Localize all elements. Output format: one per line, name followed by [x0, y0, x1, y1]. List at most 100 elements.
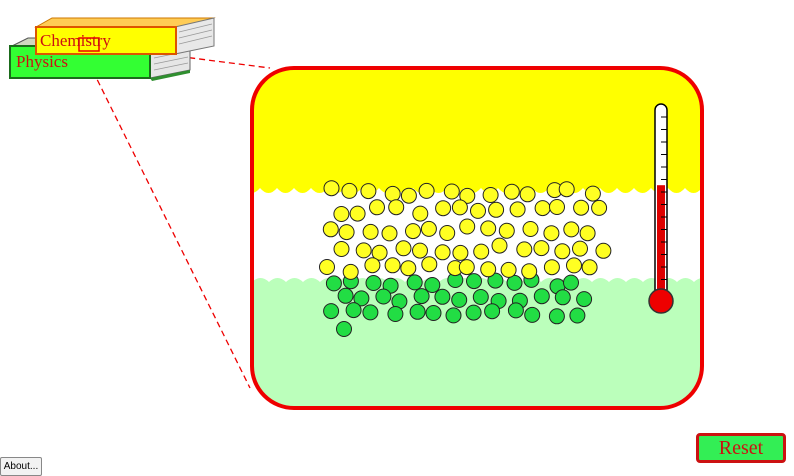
yellow-particle	[400, 187, 417, 204]
yellow-particle	[521, 263, 538, 280]
green-particle	[466, 273, 482, 290]
yellow-particle	[591, 199, 608, 216]
green-particle	[445, 307, 462, 324]
yellow-particle	[533, 240, 550, 257]
yellow-particle	[360, 183, 377, 200]
yellow-particle	[543, 259, 560, 276]
green-particle	[451, 291, 468, 308]
yellow-particle	[566, 257, 582, 274]
yellow-particle	[420, 220, 437, 237]
yellow-particle	[384, 185, 401, 202]
yellow-particle	[395, 240, 412, 257]
yellow-particle	[480, 261, 497, 278]
particle-container	[252, 68, 702, 408]
yellow-particle	[443, 183, 460, 200]
chemistry-book[interactable]	[34, 17, 216, 55]
yellow-particle	[519, 186, 536, 203]
yellow-particle	[362, 223, 379, 240]
yellow-particle	[323, 180, 340, 197]
yellow-particle	[333, 206, 350, 222]
green-particle	[336, 321, 352, 337]
yellow-particle	[338, 224, 355, 241]
yellow-particle	[503, 183, 520, 200]
yellow-particle	[473, 243, 490, 260]
green-particle	[434, 288, 451, 305]
yellow-particle	[516, 241, 533, 258]
green-particle	[375, 288, 392, 305]
green-particle	[533, 288, 550, 305]
yellow-particle	[439, 225, 456, 241]
chemistry-book-label[interactable]: Chemistry	[40, 31, 111, 50]
yellow-particle	[500, 261, 517, 278]
green-particle	[387, 306, 404, 322]
yellow-particle	[470, 202, 486, 219]
yellow-particle	[522, 221, 539, 237]
thermometer-bulb	[648, 288, 674, 314]
particles	[319, 180, 612, 337]
green-particle	[465, 304, 482, 321]
yellow-particle	[543, 225, 560, 242]
yellow-particle	[488, 201, 505, 218]
zoom-lines	[83, 44, 271, 389]
green-particle	[487, 272, 504, 289]
green-particle	[548, 308, 565, 325]
yellow-particle	[480, 220, 497, 237]
reset-button[interactable]: Reset	[696, 433, 786, 463]
yellow-particle	[333, 241, 350, 257]
green-particle	[337, 287, 354, 304]
yellow-particle	[369, 199, 385, 216]
green-particle	[345, 302, 362, 319]
yellow-particle	[491, 237, 508, 254]
green-particle	[576, 291, 593, 308]
physics-book-label[interactable]: Physics	[16, 52, 68, 71]
magnifier-box[interactable]	[78, 37, 100, 52]
container-border	[250, 66, 704, 410]
yellow-particle	[364, 257, 381, 274]
green-particle	[323, 303, 340, 320]
green-particle	[484, 303, 501, 320]
green-particle	[569, 307, 586, 324]
about-button[interactable]: About...	[0, 457, 42, 476]
upper-liquid-phase	[252, 68, 702, 193]
green-particle	[507, 302, 524, 319]
green-particle	[425, 305, 442, 321]
green-particle	[406, 274, 423, 291]
yellow-particle	[435, 200, 452, 217]
green-particle	[524, 306, 541, 323]
yellow-particle	[579, 225, 596, 242]
green-particle	[365, 275, 382, 291]
yellow-particle	[341, 182, 358, 199]
yellow-particle	[549, 199, 565, 215]
yellow-particle	[388, 199, 405, 216]
yellow-particle	[482, 187, 499, 203]
yellow-particle	[418, 182, 435, 199]
yellow-particle	[412, 242, 428, 259]
yellow-particle	[563, 221, 580, 238]
yellow-particle	[509, 201, 526, 218]
yellow-particle	[381, 225, 398, 242]
yellow-particle	[384, 257, 401, 274]
yellow-particle	[412, 205, 429, 222]
green-particle	[353, 290, 370, 307]
yellow-particle	[534, 200, 551, 217]
yellow-particle	[322, 221, 339, 238]
yellow-particle	[451, 199, 468, 216]
green-particle	[472, 289, 489, 305]
green-particle	[362, 304, 379, 321]
yellow-particle	[459, 187, 476, 204]
yellow-particle	[371, 244, 388, 261]
yellow-particle	[498, 222, 515, 239]
yellow-particle	[342, 263, 359, 280]
yellow-particle	[581, 259, 598, 276]
yellow-particle	[355, 242, 372, 259]
green-particle	[424, 277, 441, 293]
yellow-particle	[558, 181, 575, 198]
yellow-particle	[452, 244, 469, 261]
yellow-particle	[349, 205, 366, 222]
green-particle	[325, 275, 342, 292]
yellow-particle	[595, 242, 612, 259]
green-particle	[554, 289, 571, 306]
yellow-particle	[421, 256, 438, 273]
yellow-particle	[459, 218, 476, 235]
